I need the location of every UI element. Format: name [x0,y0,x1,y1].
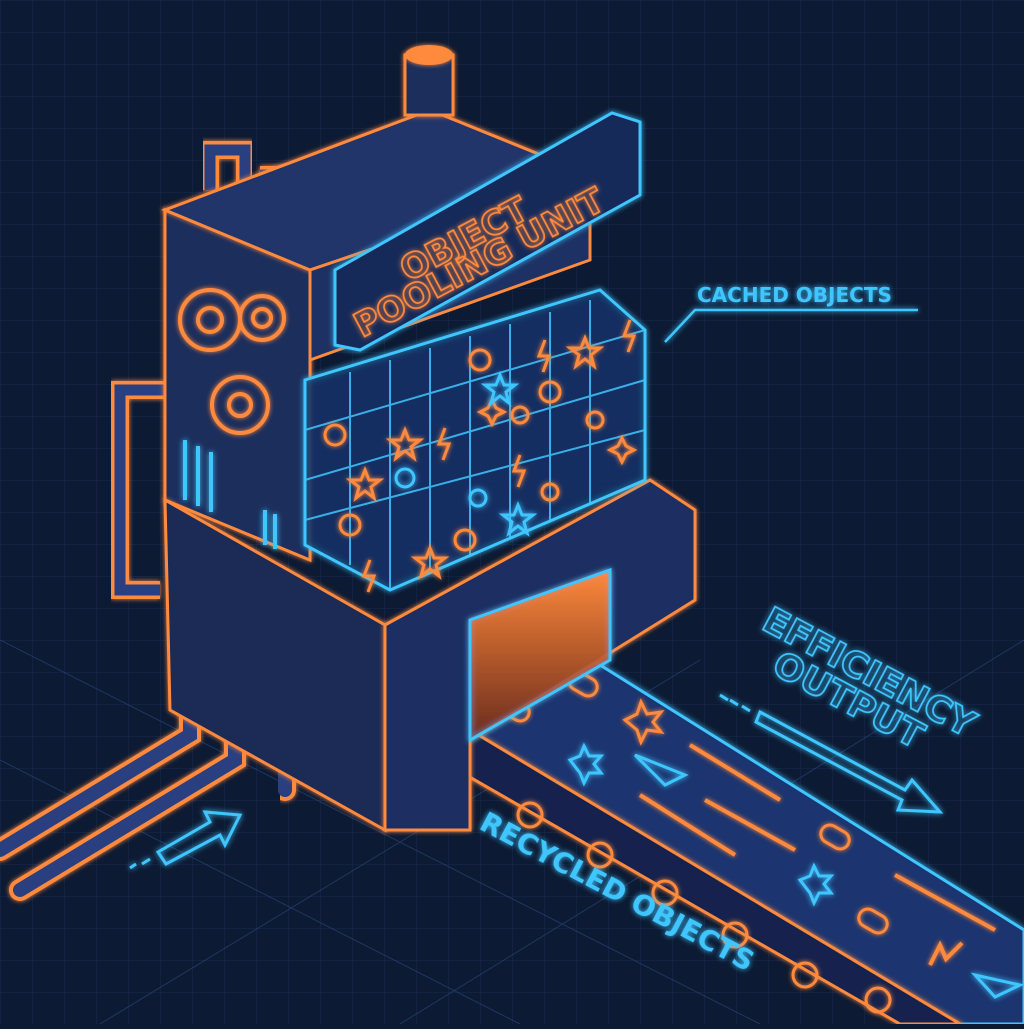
circle-icon [510,405,530,425]
cached-items [323,319,638,593]
vent-grille [183,440,277,549]
belt-rollers [516,801,892,1014]
star-icon [345,465,385,502]
lightning-icon [511,454,527,488]
circle-icon [338,513,362,537]
star-icon [498,500,538,537]
arrowhead-icon [970,972,1024,999]
circle-icon [538,380,562,404]
lightning-icon [436,427,452,461]
output-tunnel [468,567,612,743]
efficiency-arrow-icon [719,693,944,814]
lightning-icon [928,940,964,966]
callout-cached-label: CACHED OBJECTS [697,283,892,307]
gear-icon [238,294,286,342]
lightning-icon [621,319,637,353]
circle-icon [468,348,492,372]
bullet-icon [857,907,889,935]
circle-icon [468,488,488,508]
burst-icon [797,862,835,907]
laser-icon [894,873,996,932]
burst-icon [606,434,638,466]
lightning-icon [536,339,552,373]
circle-icon [453,528,477,552]
recycle-arrow-icon [129,810,243,870]
burst-icon [567,742,605,787]
star-icon [565,333,605,370]
circle-icon [585,410,605,430]
laser-icon [638,793,737,857]
star-icon [410,543,450,580]
cache-cabinet [303,288,647,593]
lightning-icon [361,559,377,593]
star-icon [480,370,520,407]
bullet-icon [819,823,851,851]
exhaust-chimney [403,45,455,117]
callout-cached-objects: CACHED OBJECTS [664,283,918,343]
circle-icon [323,423,347,447]
circle-icon [394,467,416,489]
star-icon [385,425,425,462]
arrowhead-icon [633,753,689,787]
circle-icon [540,482,560,502]
burst-icon [622,698,665,746]
laser-icon [704,798,796,852]
gear-icon [210,375,270,435]
laser-icon [688,743,782,802]
